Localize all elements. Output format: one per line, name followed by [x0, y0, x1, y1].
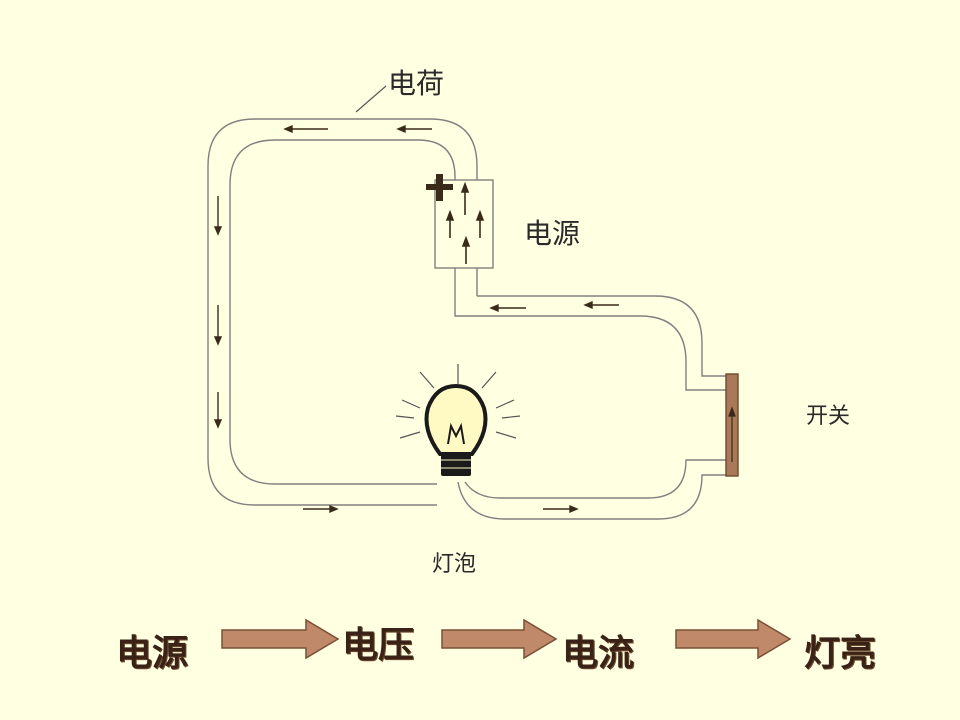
bulb-label: 灯泡	[432, 552, 477, 577]
power-source-box	[434, 179, 494, 269]
wire-left-outer	[207, 118, 478, 506]
charge-pointer-line	[355, 85, 387, 113]
chain-step-light-on: 灯亮	[804, 632, 877, 674]
charge-label: 电荷	[388, 67, 445, 100]
chain-step-power-source: 电源	[116, 632, 189, 674]
chain-step-current: 电流	[562, 632, 635, 674]
wire-left-inner	[229, 139, 456, 485]
power-source-label: 电源	[524, 217, 581, 250]
switch-label: 开关	[806, 404, 851, 429]
chain-arrow-2	[441, 618, 558, 660]
wire-right-outer	[477, 295, 726, 377]
chain-arrow-3	[675, 618, 792, 660]
plus-sign	[426, 174, 453, 201]
wire-right-outer-bottom	[457, 474, 726, 520]
chain-arrow-1	[221, 618, 340, 660]
wire-right-inner-bottom	[464, 459, 726, 499]
wire-source-stub-inner	[454, 268, 462, 317]
light-bulb-icon	[395, 364, 521, 476]
wire-right-inner	[462, 315, 726, 391]
chain-step-voltage: 电压	[342, 624, 415, 666]
